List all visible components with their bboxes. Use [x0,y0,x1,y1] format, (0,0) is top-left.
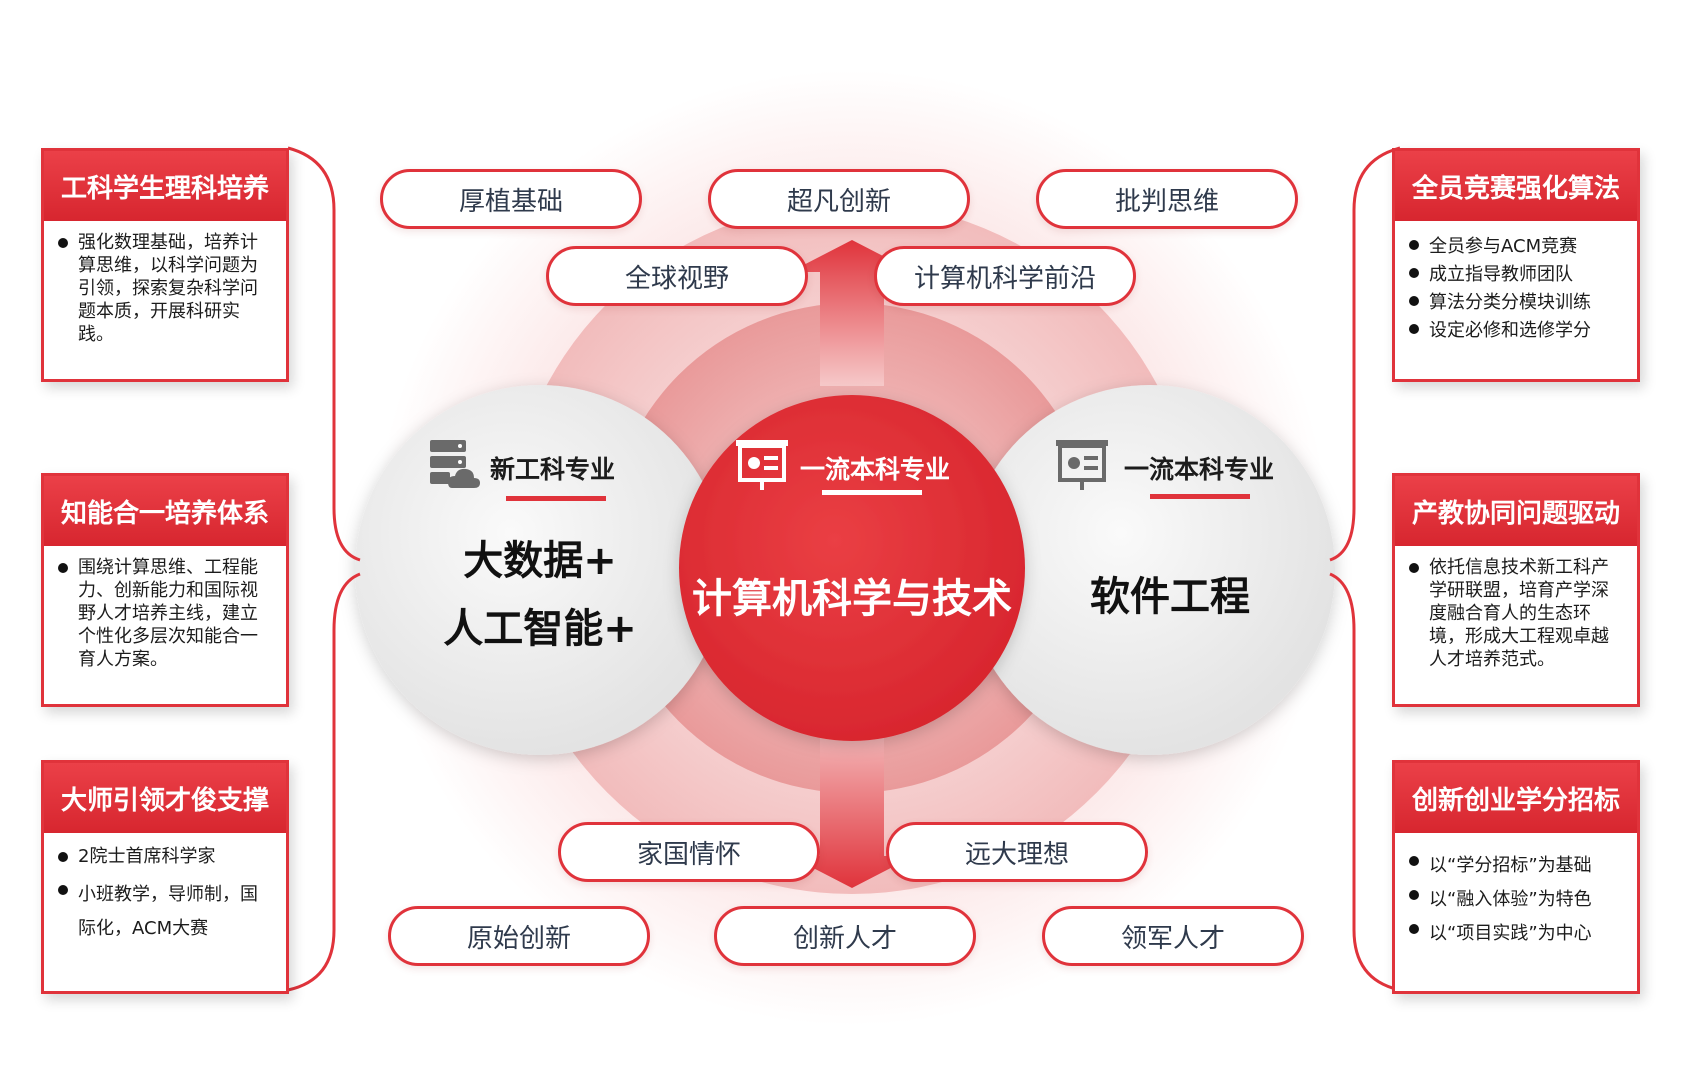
center-circle-underline [822,490,922,495]
pill-bottom-3: 原始创新 [388,906,650,966]
left-bracket-top [287,146,361,562]
right-box-1-item: 算法分类分模块训练 [1407,289,1625,317]
right-box-3-title: 创新创业学分招标 [1395,763,1637,833]
left-box-2-item: 围绕计算思维、工程能力、创新能力和国际视野人才培养主线，建立个性化多层次知能合一… [56,556,274,671]
pill-top-5: 计算机科学前沿 [874,246,1136,306]
left-bracket-bottom [287,572,361,992]
pill-top-1: 厚植基础 [380,169,642,229]
pill-top-2: 超凡创新 [708,169,970,229]
right-bracket-bottom [1329,572,1401,992]
right-box-3-item: 以“学分招标”为基础 [1407,849,1625,883]
right-box-2: 产教协同问题驱动 依托信息技术新工科产学研联盟，培育产学深度融合育人的生态环境，… [1392,473,1640,707]
server-cloud-icon [430,440,480,488]
center-circle-title: 计算机科学与技术 [692,576,1012,622]
left-circle-line2: 人工智能+ [443,606,637,652]
left-box-2: 知能合一培养体系 围绕计算思维、工程能力、创新能力和国际视野人才培养主线，建立个… [41,473,289,707]
pill-top-4: 全球视野 [546,246,808,306]
down-arrow [790,712,914,888]
pill-bottom-2: 远大理想 [886,822,1148,882]
left-circle-underline [506,496,606,501]
right-box-1-item: 成立指导教师团队 [1407,261,1625,289]
left-box-3-item: 2院士首席科学家 [56,845,274,868]
left-box-1: 工科学生理科培养 强化数理基础，培养计算思维，以科学问题为引领，探索复杂科学问题… [41,148,289,382]
left-box-1-item: 强化数理基础，培养计算思维，以科学问题为引领，探索复杂科学问题本质，开展科研实践… [56,231,274,346]
right-box-3-item: 以“融入体验”为特色 [1407,883,1625,917]
right-circle-title: 软件工程 [1090,574,1250,620]
right-circle [965,385,1335,755]
right-circle-tag: 一流本科专业 [1124,455,1275,484]
right-box-3-item: 以“项目实践”为中心 [1407,917,1625,951]
left-circle-tag: 新工科专业 [490,455,616,484]
pill-bottom-5: 领军人才 [1042,906,1304,966]
right-box-1-item: 设定必修和选修学分 [1407,317,1625,345]
left-box-3: 大师引领才俊支撑 2院士首席科学家 小班教学，导师制，国际化，ACM大赛 [41,760,289,994]
pill-bottom-1: 家国情怀 [558,822,820,882]
left-box-3-title: 大师引领才俊支撑 [44,763,286,833]
left-circle-line1: 大数据+ [463,538,617,584]
pill-top-3: 批判思维 [1036,169,1298,229]
left-box-1-title: 工科学生理科培养 [44,151,286,221]
right-box-1: 全员竞赛强化算法 全员参与ACM竞赛 成立指导教师团队 算法分类分模块训练 设定… [1392,148,1640,382]
right-circle-underline [1150,494,1250,499]
right-box-1-title: 全员竞赛强化算法 [1395,151,1637,221]
right-box-3: 创新创业学分招标 以“学分招标”为基础 以“融入体验”为特色 以“项目实践”为中… [1392,760,1640,994]
center-circle-tag: 一流本科专业 [800,455,951,484]
left-box-2-title: 知能合一培养体系 [44,476,286,546]
pill-bottom-4: 创新人才 [714,906,976,966]
presentation-board-icon [1056,440,1108,490]
right-bracket-top [1329,146,1401,562]
right-box-1-item: 全员参与ACM竞赛 [1407,233,1625,261]
right-box-2-item: 依托信息技术新工科产学研联盟，培育产学深度融合育人的生态环境，形成大工程观卓越人… [1407,556,1625,671]
right-box-2-title: 产教协同问题驱动 [1395,476,1637,546]
presentation-board-icon [736,440,788,490]
left-box-3-item: 小班教学，导师制，国际化，ACM大赛 [56,878,274,946]
